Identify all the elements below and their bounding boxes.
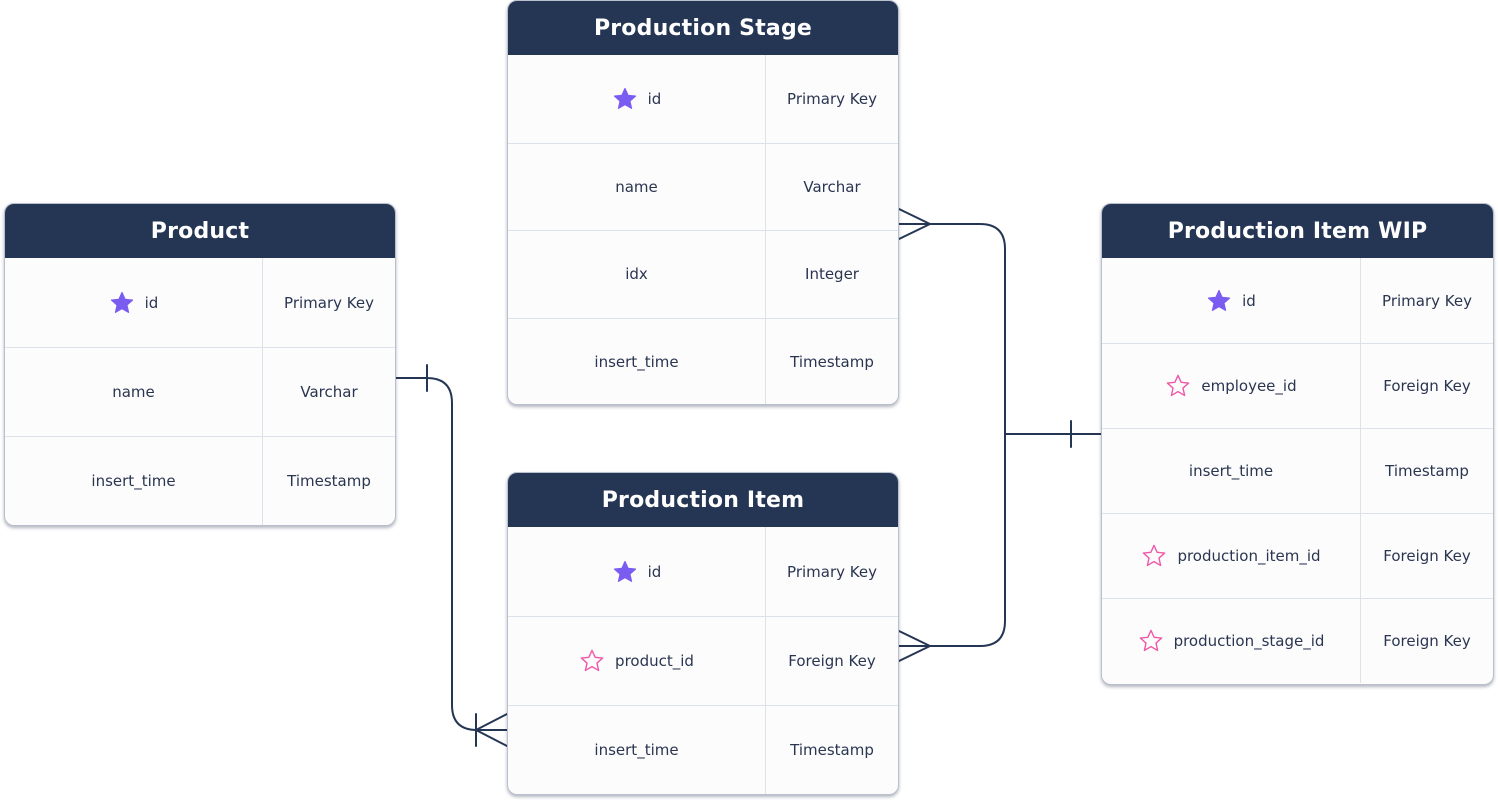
- field-name: name: [112, 383, 155, 401]
- field-name: idx: [625, 265, 648, 284]
- field-name-cell: name: [508, 143, 766, 230]
- field-type: Foreign Key: [1383, 632, 1471, 650]
- field-type: Varchar: [300, 383, 358, 401]
- field-row[interactable]: production_item_id Foreign Key: [1102, 513, 1493, 598]
- primary-key-icon: [109, 290, 135, 316]
- entity-title: Production Stage: [508, 1, 898, 55]
- field-type: Timestamp: [790, 741, 874, 759]
- primary-key-icon: [612, 559, 638, 585]
- field-row[interactable]: insert_time Timestamp: [1102, 428, 1493, 513]
- entity-title: Product: [5, 204, 395, 258]
- many-marker-production-item-right: [898, 630, 931, 662]
- field-name: id: [647, 562, 662, 581]
- field-row[interactable]: insert_time Timestamp: [5, 436, 395, 525]
- field-name-cell: idx: [508, 231, 766, 318]
- entity-title: Production Item: [508, 473, 898, 527]
- entity-rows: id Primary Key product_id Foreign Key insert…: [508, 527, 898, 794]
- field-name-cell: product_id: [508, 617, 766, 705]
- field-name: insert_time: [1188, 462, 1274, 480]
- field-name-cell: production_stage_id: [1102, 599, 1361, 683]
- field-row[interactable]: employee_id Foreign Key: [1102, 343, 1493, 428]
- field-name: id: [144, 293, 159, 312]
- field-type: Primary Key: [284, 293, 374, 312]
- primary-key-icon: [1206, 288, 1232, 314]
- field-name-cell: id: [5, 258, 263, 347]
- field-name: production_item_id: [1177, 547, 1321, 565]
- field-row[interactable]: name Varchar: [5, 347, 395, 436]
- field-name-cell: id: [508, 527, 766, 616]
- field-type: Primary Key: [787, 562, 877, 581]
- field-type: Timestamp: [790, 352, 874, 371]
- field-row[interactable]: idx Integer: [508, 230, 898, 318]
- field-type: Primary Key: [787, 89, 877, 108]
- field-row[interactable]: insert_time Timestamp: [508, 317, 898, 404]
- field-type: Timestamp: [1385, 462, 1469, 480]
- foreign-key-icon: [1138, 628, 1164, 654]
- foreign-key-icon: [1165, 373, 1191, 399]
- connector-product-to-production-item: [395, 377, 508, 731]
- entity-production-item-wip[interactable]: Production Item WIP id Primary Key employe…: [1101, 203, 1494, 685]
- field-row[interactable]: id Primary Key: [5, 258, 395, 347]
- field-row[interactable]: insert_time Timestamp: [508, 705, 898, 794]
- field-name-cell: insert_time: [1102, 429, 1361, 513]
- field-name-cell: production_item_id: [1102, 514, 1361, 598]
- entity-rows: id Primary Key name Varchar idx Integer insert…: [508, 55, 898, 404]
- field-name: employee_id: [1201, 377, 1297, 395]
- foreign-key-icon: [1141, 543, 1167, 569]
- foreign-key-icon: [579, 648, 605, 674]
- field-name: insert_time: [594, 741, 679, 759]
- field-name-cell: id: [508, 55, 766, 143]
- field-row[interactable]: id Primary Key: [1102, 258, 1493, 343]
- entity-product[interactable]: Product id Primary Key name Varchar insert_t…: [4, 203, 396, 526]
- entity-rows: id Primary Key name Varchar insert_time Times…: [5, 258, 395, 525]
- field-name: insert_time: [91, 472, 176, 490]
- field-name: insert_time: [594, 352, 679, 371]
- field-row[interactable]: production_stage_id Foreign Key: [1102, 598, 1493, 683]
- field-name-cell: insert_time: [508, 706, 766, 794]
- connector-wip-to-production-item: [898, 433, 1006, 647]
- field-name-cell: employee_id: [1102, 344, 1361, 428]
- field-row[interactable]: name Varchar: [508, 142, 898, 230]
- field-row[interactable]: id Primary Key: [508, 527, 898, 616]
- field-name: product_id: [615, 652, 694, 670]
- primary-key-icon: [612, 86, 638, 112]
- field-type: Foreign Key: [1383, 377, 1471, 395]
- field-row[interactable]: id Primary Key: [508, 55, 898, 143]
- entity-production-stage[interactable]: Production Stage id Primary Key name Varcha…: [507, 0, 899, 405]
- field-type: Primary Key: [1382, 291, 1472, 310]
- field-name-cell: name: [5, 348, 263, 436]
- field-name: id: [647, 89, 662, 108]
- field-name-cell: id: [1102, 258, 1361, 343]
- entity-production-item[interactable]: Production Item id Primary Key product_id F…: [507, 472, 899, 795]
- entity-title: Production Item WIP: [1102, 204, 1493, 258]
- connector-wip-to-production-stage: [898, 223, 1006, 435]
- field-name-cell: insert_time: [5, 437, 263, 525]
- field-type: Integer: [805, 265, 859, 284]
- field-type: Foreign Key: [788, 652, 876, 670]
- field-row[interactable]: product_id Foreign Key: [508, 616, 898, 705]
- field-name: name: [615, 177, 658, 196]
- field-name-cell: insert_time: [508, 318, 766, 404]
- field-name: production_stage_id: [1173, 632, 1325, 650]
- field-type: Varchar: [803, 177, 861, 196]
- field-type: Timestamp: [287, 472, 371, 490]
- many-marker-production-item: [475, 713, 508, 747]
- field-name: id: [1242, 291, 1256, 310]
- field-type: Foreign Key: [1383, 547, 1471, 565]
- many-marker-production-stage: [898, 208, 931, 240]
